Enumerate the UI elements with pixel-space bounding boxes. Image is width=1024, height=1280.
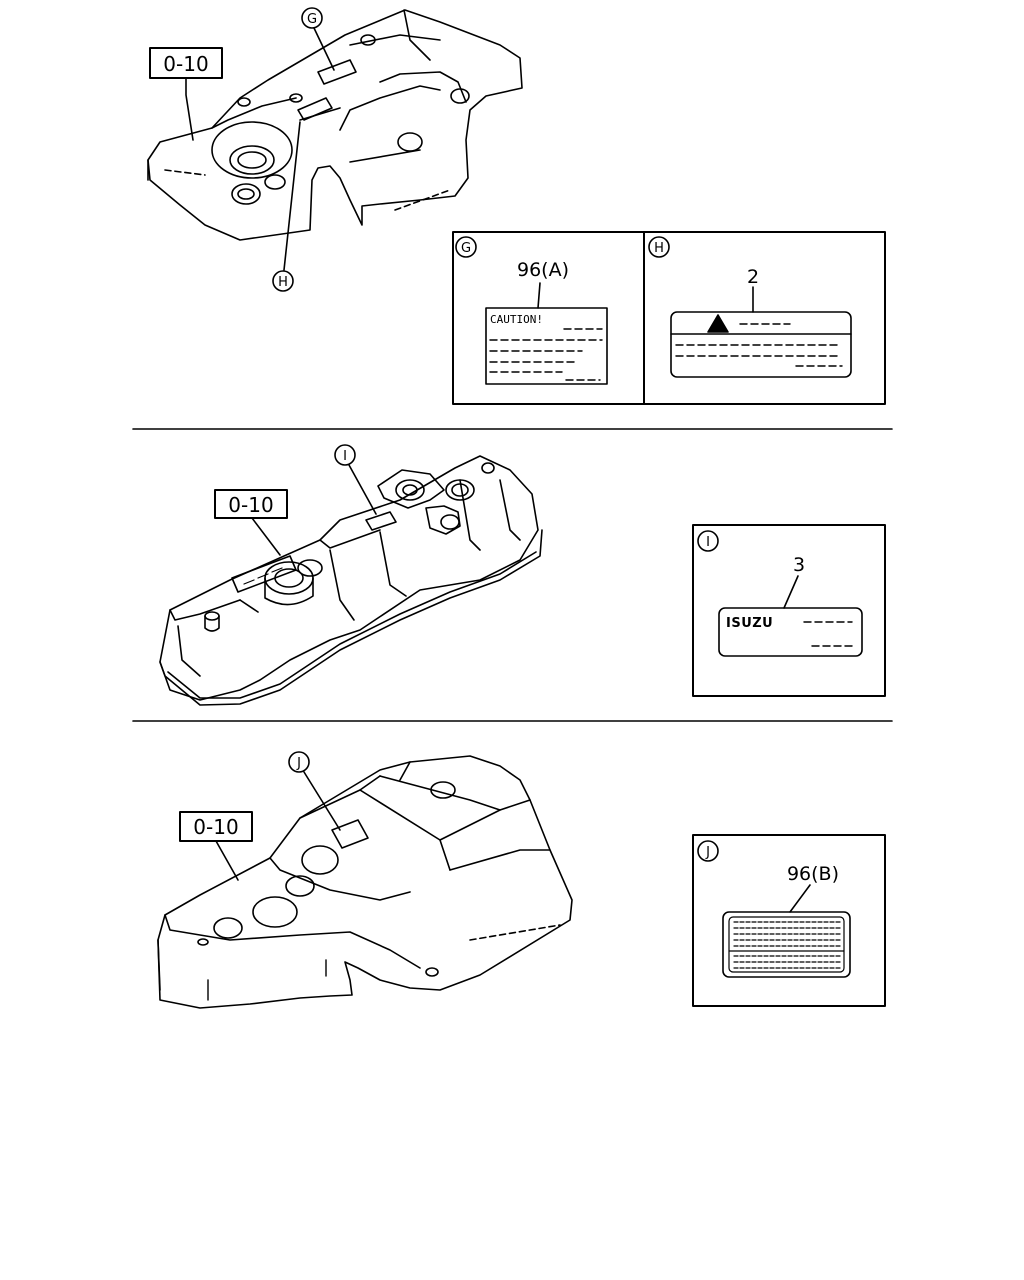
detail-g-marker: G — [461, 241, 471, 256]
detail-i-part-no: 3 — [793, 554, 805, 576]
callout-j: J — [296, 756, 301, 771]
caution-label — [485, 307, 608, 385]
part-ref-label-3: 0-10 — [193, 815, 238, 839]
detail-h-part-no: 2 — [747, 266, 759, 288]
detail-i-marker: I — [706, 535, 710, 550]
callout-h: H — [278, 275, 288, 290]
rocker-cover — [159, 455, 543, 706]
section-3 — [157, 751, 886, 1009]
detail-h-box — [643, 231, 886, 405]
label-96b — [722, 911, 851, 978]
detail-g-part-no: 96(A) — [517, 259, 569, 281]
detail-j-box — [692, 834, 886, 1007]
engine-cover-3 — [157, 755, 573, 1009]
callout-g: G — [307, 12, 317, 27]
part-ref-label-2: 0-10 — [228, 493, 273, 517]
section-2 — [159, 444, 886, 706]
detail-j-part-no: 96(B) — [787, 863, 839, 885]
detail-h-marker: H — [654, 241, 664, 256]
warning-label — [670, 311, 852, 378]
section-1 — [147, 7, 886, 405]
isuzu-label — [718, 607, 863, 657]
part-ref-box-2 — [214, 489, 288, 519]
part-ref-label-1: 0-10 — [163, 52, 208, 76]
detail-j-marker: J — [705, 845, 710, 860]
callout-i: I — [343, 449, 347, 464]
engine-cover-1 — [147, 9, 523, 241]
isuzu-logo-text: ISUZU — [726, 616, 773, 631]
detail-i-box — [692, 524, 886, 697]
part-ref-box-1 — [149, 47, 223, 79]
detail-g-box — [452, 231, 645, 405]
caution-label-text: CAUTION! — [490, 313, 543, 326]
